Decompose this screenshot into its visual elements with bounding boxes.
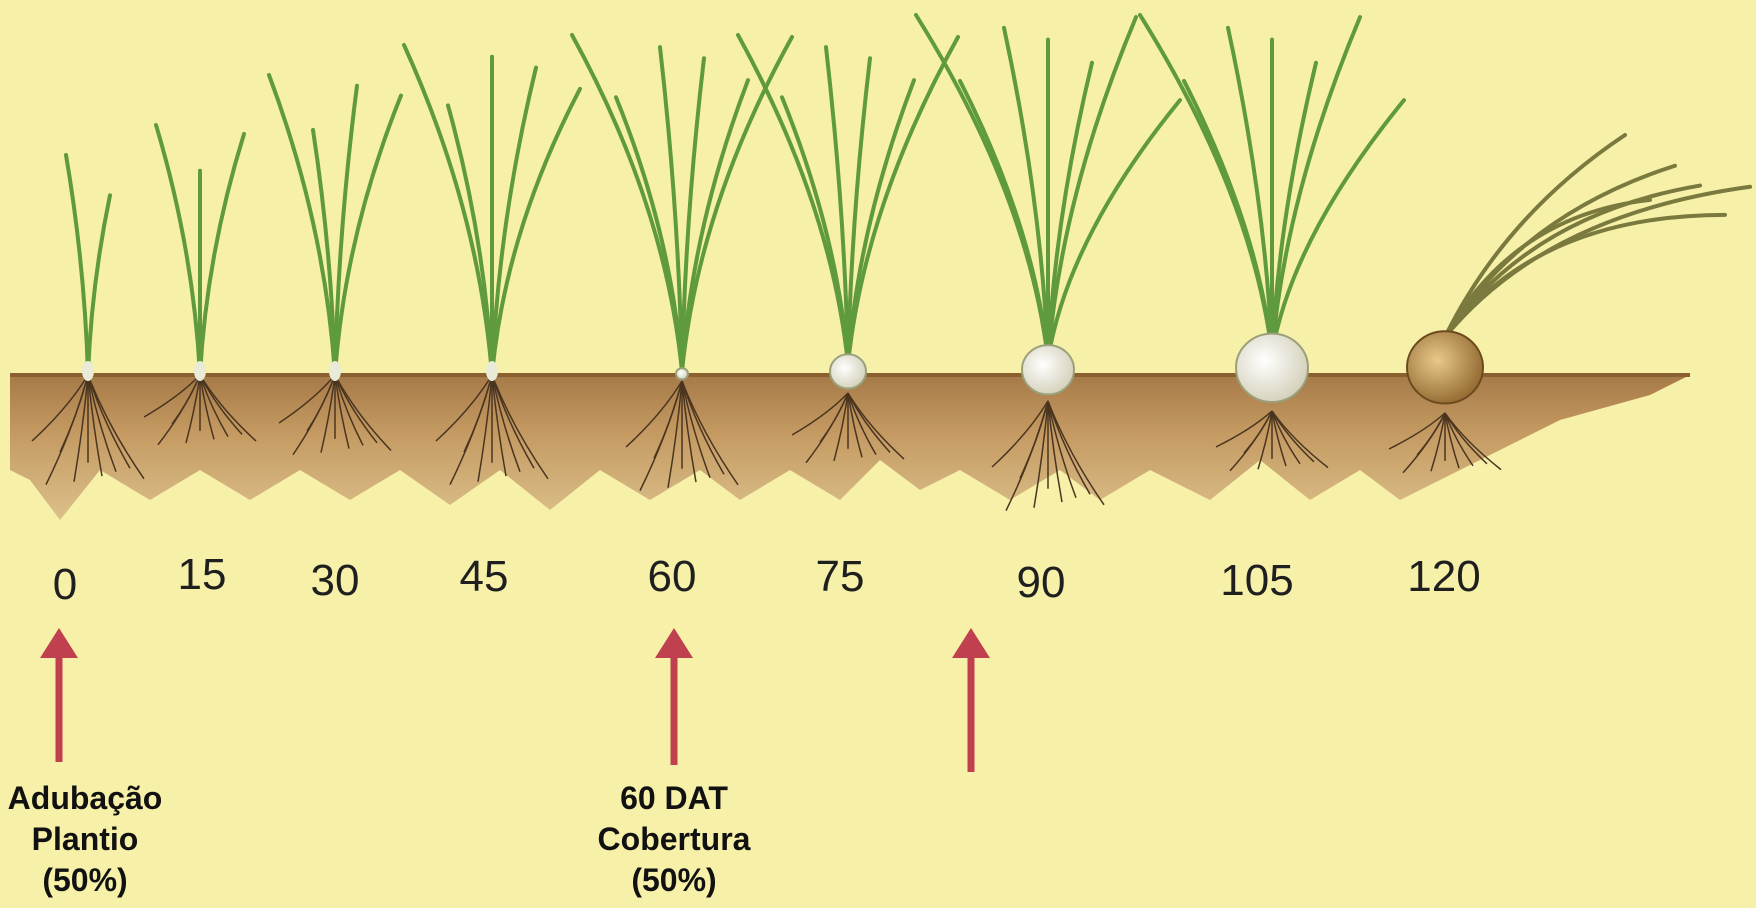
- day-label-60: 60: [612, 552, 732, 602]
- note-60dat-cobertura: 60 DAT Cobertura (50%): [584, 778, 764, 901]
- onion-plant-120: [1389, 135, 1750, 473]
- day-label-90: 90: [981, 558, 1101, 608]
- day-label-15: 15: [142, 550, 262, 600]
- arrow-plantio: [40, 628, 78, 762]
- day-label-105: 105: [1197, 556, 1317, 606]
- day-label-30: 30: [275, 556, 395, 606]
- note-line: 60 DAT: [584, 778, 764, 819]
- note-line: (50%): [0, 860, 180, 901]
- note-line: (50%): [584, 860, 764, 901]
- day-label-75: 75: [780, 552, 900, 602]
- note-line: Plantio: [0, 819, 180, 860]
- arrow-90dat: [952, 628, 990, 772]
- note-line: Adubação: [0, 778, 180, 819]
- note-adubacao-plantio: Adubação Plantio (50%): [0, 778, 180, 901]
- arrow-cobertura: [655, 628, 693, 765]
- day-label-0: 0: [5, 560, 125, 610]
- day-label-120: 120: [1384, 552, 1504, 602]
- day-label-45: 45: [424, 552, 544, 602]
- note-line: Cobertura: [584, 819, 764, 860]
